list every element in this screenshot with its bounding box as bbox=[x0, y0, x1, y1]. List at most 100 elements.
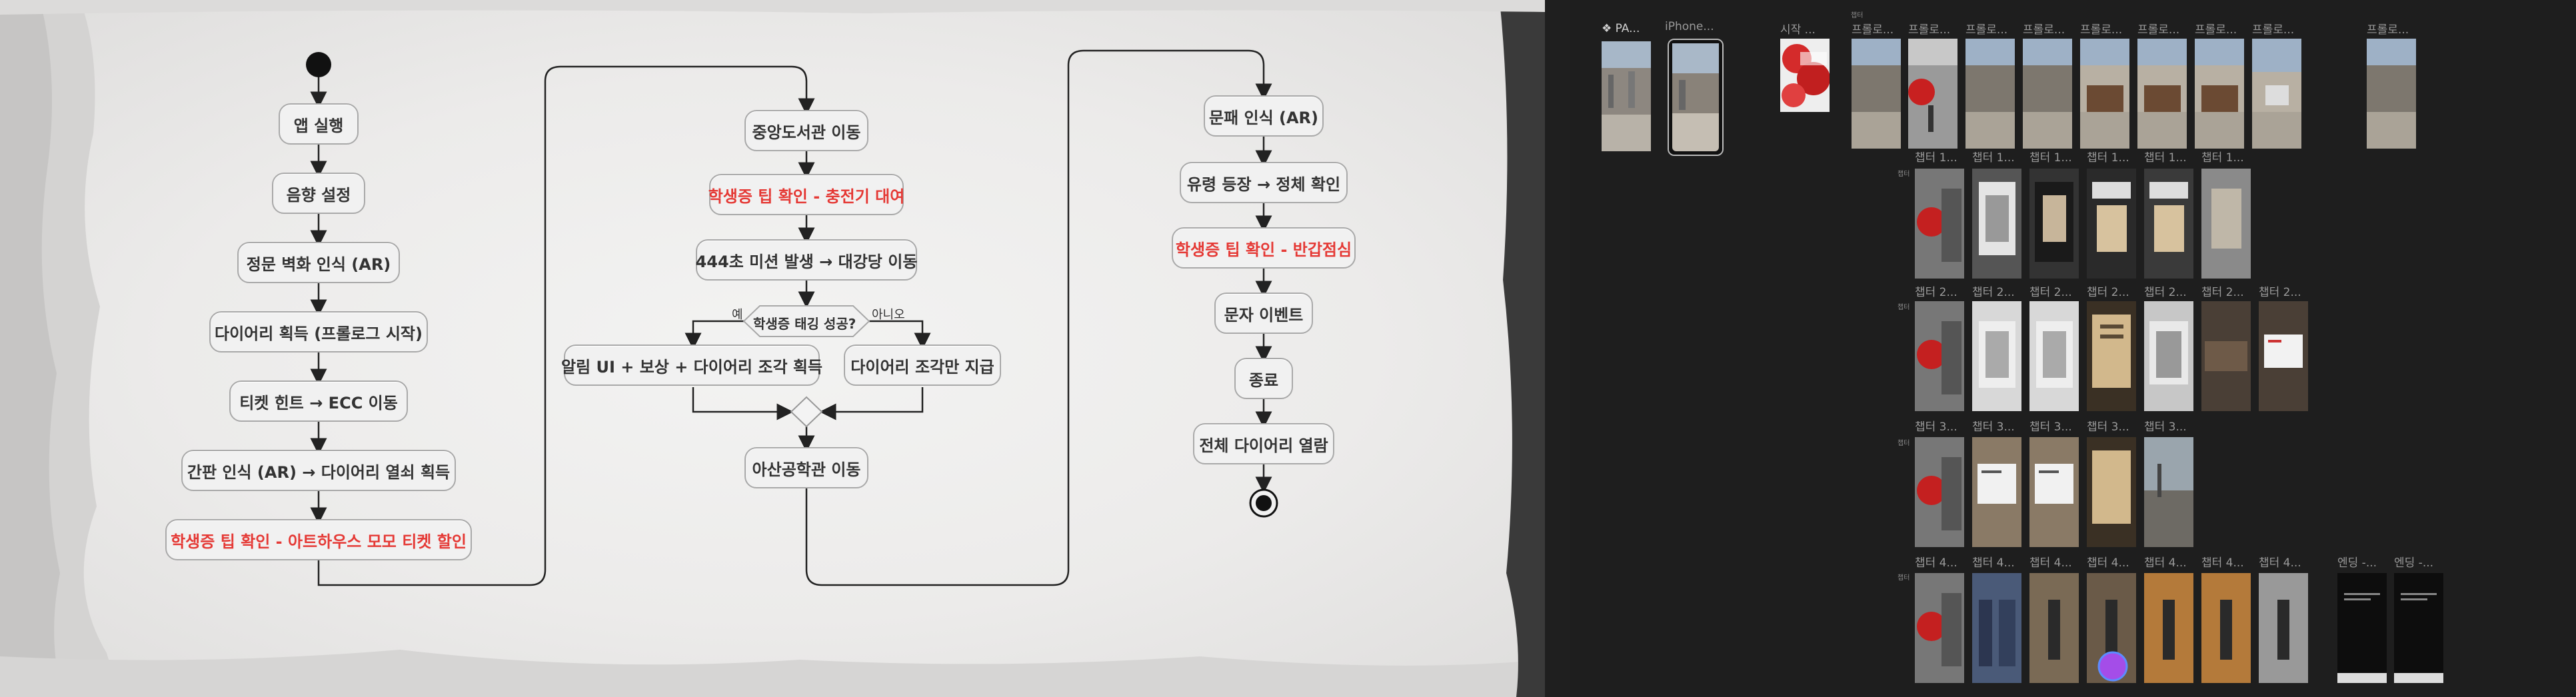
node-ghost-appear: 유령 등장 → 정체 확인 bbox=[1180, 162, 1348, 203]
frame-label-chapter1[interactable]: 챕터 1... bbox=[1915, 151, 1957, 165]
frame-label-ending[interactable]: 엔딩 -... bbox=[2394, 556, 2434, 570]
frame-label-prologue[interactable]: 프롤로... bbox=[2137, 23, 2180, 37]
frame-label-chapter3[interactable]: 챕터 3... bbox=[1915, 420, 1957, 434]
frame-thumbnail[interactable] bbox=[2337, 573, 2387, 683]
node-sound-settings: 음향 설정 bbox=[272, 173, 365, 214]
frame-label-chapter2[interactable]: 챕터 2... bbox=[2259, 286, 2301, 299]
start-node-icon bbox=[306, 52, 331, 77]
merge-diamond bbox=[790, 396, 823, 428]
node-diary-piece-only: 다이어리 조각만 지급 bbox=[844, 345, 1001, 386]
frame-thumbnail[interactable] bbox=[1965, 39, 2015, 149]
frame-label-chapter4[interactable]: 챕터 4... bbox=[2029, 556, 2072, 570]
frame-thumbnail[interactable] bbox=[2029, 573, 2079, 683]
frame-label-ending[interactable]: 엔딩 -... bbox=[2337, 556, 2377, 570]
section-label: 챕터 bbox=[1851, 12, 1864, 19]
frame-label-chapter4[interactable]: 챕터 4... bbox=[1915, 556, 1957, 570]
frame-label-chapter2[interactable]: 챕터 2... bbox=[2087, 286, 2129, 299]
frame-thumbnail[interactable] bbox=[1908, 39, 1957, 149]
node-app-launch: 앱 실행 bbox=[279, 103, 359, 145]
section-label: 챕터 bbox=[1898, 440, 1910, 447]
frame-thumbnail[interactable] bbox=[2023, 39, 2072, 149]
frame-label-chapter1[interactable]: 챕터 1... bbox=[2144, 151, 2187, 165]
node-diary-acquire: 다이어리 획득 (프롤로그 시작) bbox=[209, 311, 428, 352]
node-student-tip-momo: 학생증 팁 확인 - 아트하우스 모모 티켓 할인 bbox=[165, 519, 472, 560]
frame-label-prologue[interactable]: 프롤로... bbox=[2195, 23, 2237, 37]
frame-thumbnail[interactable] bbox=[2029, 437, 2079, 547]
frame-thumbnail[interactable] bbox=[2144, 573, 2193, 683]
frame-label-chapter4[interactable]: 챕터 4... bbox=[2087, 556, 2129, 570]
frame-label-chapter4[interactable]: 챕터 4... bbox=[2259, 556, 2301, 570]
design-canvas[interactable]: ❖ PA... iPhone... 시작 ... 프롤로... 프롤로... 프… bbox=[1570, 0, 2576, 697]
node-444-mission: 444초 미션 발생 → 대강당 이동 bbox=[696, 239, 917, 281]
frame-thumbnail[interactable] bbox=[2144, 169, 2193, 279]
frame-label-chapter2[interactable]: 챕터 2... bbox=[1972, 286, 2015, 299]
frame-label-chapter1[interactable]: 챕터 1... bbox=[2087, 151, 2129, 165]
frame-label-chapter3[interactable]: 챕터 3... bbox=[1972, 420, 2015, 434]
frame-thumbnail[interactable] bbox=[2087, 169, 2136, 279]
node-doorplate-ar: 문패 인식 (AR) bbox=[1204, 95, 1324, 137]
frame-label-chapter4[interactable]: 챕터 4... bbox=[1972, 556, 2015, 570]
frame-thumbnail[interactable] bbox=[1972, 573, 2021, 683]
frame-label-prologue[interactable]: 프롤로... bbox=[1908, 23, 1951, 37]
frame-label-chapter2[interactable]: 챕터 2... bbox=[2029, 286, 2072, 299]
frame-label-prologue[interactable]: 프롤로... bbox=[2080, 23, 2123, 37]
node-central-library: 중앙도서관 이동 bbox=[744, 110, 868, 151]
frame-label-prologue[interactable]: 프롤로... bbox=[1852, 23, 1894, 37]
frame-label-chapter2[interactable]: 챕터 2... bbox=[2144, 286, 2187, 299]
frame-thumbnail[interactable] bbox=[2029, 301, 2079, 411]
frame-thumbnail[interactable] bbox=[2195, 39, 2244, 149]
frame-thumbnail[interactable] bbox=[2259, 301, 2308, 411]
frame-label-chapter3[interactable]: 챕터 3... bbox=[2144, 420, 2187, 434]
frame-label-prologue[interactable]: 프롤로... bbox=[2252, 23, 2295, 37]
frame-thumbnail[interactable] bbox=[1915, 169, 1964, 279]
frame-label-chapter3[interactable]: 챕터 3... bbox=[2029, 420, 2072, 434]
node-student-tip-charger: 학생증 팁 확인 - 충전기 대여 bbox=[708, 174, 904, 215]
frame-label-start[interactable]: 시작 ... bbox=[1780, 23, 1816, 37]
frame-thumbnail[interactable] bbox=[1972, 169, 2021, 279]
flow-connectors bbox=[306, 52, 1278, 524]
frame-thumbnail[interactable] bbox=[1915, 437, 1964, 547]
frame-label-iphone[interactable]: iPhone... bbox=[1665, 20, 1714, 33]
frame-thumbnail[interactable] bbox=[2201, 169, 2251, 279]
frame-label-chapter2[interactable]: 챕터 2... bbox=[1915, 286, 1957, 299]
frame-label-chapter4[interactable]: 챕터 4... bbox=[2144, 556, 2187, 570]
frame-thumbnail[interactable] bbox=[2137, 39, 2187, 149]
frame-label-chapter2[interactable]: 챕터 2... bbox=[2201, 286, 2244, 299]
frame-thumbnail[interactable] bbox=[2080, 39, 2129, 149]
frame-label-chapter1[interactable]: 챕터 1... bbox=[2201, 151, 2244, 165]
frame-thumbnail[interactable] bbox=[2394, 573, 2443, 683]
frame-label-prologue[interactable]: 프롤로... bbox=[1965, 23, 2008, 37]
frame-thumbnail[interactable] bbox=[1852, 39, 1901, 149]
frame-thumbnail[interactable] bbox=[1602, 41, 1651, 151]
frame-thumbnail[interactable] bbox=[1915, 301, 1964, 411]
frame-label-chapter1[interactable]: 챕터 1... bbox=[1972, 151, 2015, 165]
frame-thumbnail[interactable] bbox=[1915, 573, 1964, 683]
frame-thumbnail[interactable] bbox=[2087, 301, 2136, 411]
frame-thumbnail[interactable] bbox=[2201, 301, 2251, 411]
node-student-tip-lunch: 학생증 팁 확인 - 반갑점심 bbox=[1172, 227, 1356, 269]
flowchart-canvas: 앱 실행 음향 설정 정문 벽화 인식 (AR) 다이어리 획득 (프롤로그 시… bbox=[0, 0, 1545, 697]
frame-label-chapter4[interactable]: 챕터 4... bbox=[2201, 556, 2244, 570]
node-view-all-diary: 전체 다이어리 열람 bbox=[1193, 423, 1334, 464]
iphone-frame-thumbnail[interactable] bbox=[1668, 39, 1724, 156]
frame-thumbnail[interactable] bbox=[1780, 39, 1830, 149]
frame-thumbnail[interactable] bbox=[1972, 301, 2021, 411]
frame-label-chapter3[interactable]: 챕터 3... bbox=[2087, 420, 2129, 434]
decision-yes-label: 예 bbox=[732, 308, 743, 322]
frame-thumbnail[interactable] bbox=[2367, 39, 2416, 149]
frame-thumbnail[interactable] bbox=[2144, 301, 2193, 411]
node-ticket-hint: 티켓 힌트 → ECC 이동 bbox=[229, 380, 408, 422]
frame-thumbnail[interactable] bbox=[2201, 573, 2251, 683]
frame-label-page[interactable]: ❖ PA... bbox=[1602, 22, 1640, 35]
frame-thumbnail[interactable] bbox=[2259, 573, 2308, 683]
frame-thumbnail[interactable] bbox=[1972, 437, 2021, 547]
frame-label-prologue[interactable]: 프롤로... bbox=[2367, 23, 2409, 37]
frame-thumbnail[interactable] bbox=[2252, 39, 2301, 149]
frame-label-prologue[interactable]: 프롤로... bbox=[2023, 23, 2065, 37]
frame-thumbnail[interactable] bbox=[2087, 437, 2136, 547]
frame-label-chapter1[interactable]: 챕터 1... bbox=[2029, 151, 2072, 165]
cursor-indicator-icon bbox=[2097, 651, 2128, 682]
decision-no-label: 아니오 bbox=[872, 308, 905, 322]
frame-thumbnail[interactable] bbox=[2144, 437, 2193, 547]
frame-thumbnail[interactable] bbox=[2029, 169, 2079, 279]
